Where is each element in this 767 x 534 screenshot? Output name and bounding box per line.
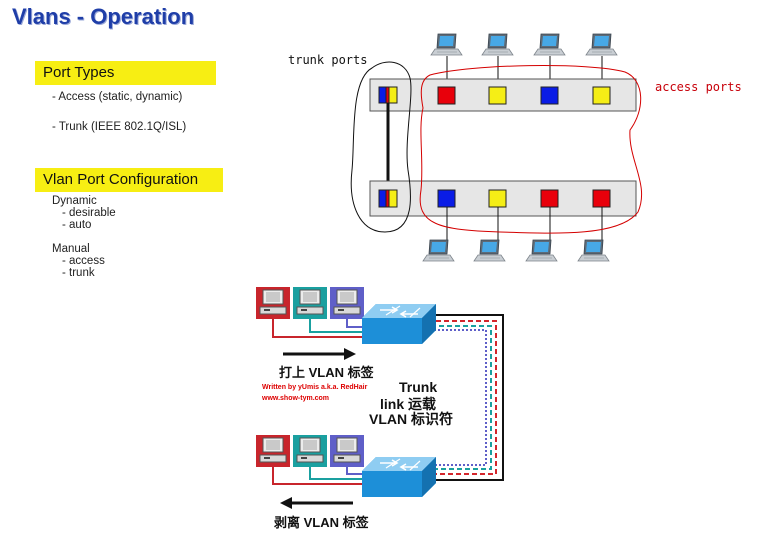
port-type-trunk: - Trunk (IEEE 802.1Q/ISL) [52, 121, 187, 133]
access-ports-label: access ports [655, 80, 742, 94]
pc-icon [255, 434, 365, 468]
page-title: Vlans - Operation [12, 4, 195, 29]
trunk-title: Trunk [399, 379, 438, 395]
manual-label: Manual [52, 243, 90, 255]
untag-vlan-label: 剥离 VLAN 标签 [274, 515, 369, 530]
laptop-icon [422, 239, 610, 262]
dynamic-label: Dynamic [52, 195, 97, 207]
tag-vlan-label: 打上 VLAN 标签 [279, 365, 374, 380]
port-type-access: - Access (static, dynamic) [52, 91, 183, 103]
port-types-heading: Port Types [35, 61, 216, 85]
dynamic-auto: - auto [62, 219, 92, 231]
laptop-icon [430, 33, 618, 56]
credit-site: www.show-tym.com [262, 395, 330, 402]
dynamic-desirable: - desirable [62, 207, 116, 219]
bottom-switch-ports [378, 189, 611, 208]
trunk-link-carries: link 运载 [380, 396, 437, 412]
vlan-config-heading: Vlan Port Configuration [35, 168, 223, 192]
top-switch-icon [361, 303, 437, 345]
pc-icon [255, 286, 365, 320]
top-switch-ports [378, 86, 611, 105]
credit-author: Written by yUmis a.k.a. RedHair [262, 384, 368, 391]
manual-trunk: - trunk [62, 267, 95, 279]
trunk-vlan-id: VLAN 标识符 [369, 411, 453, 427]
trunk-ports-outline [350, 61, 412, 233]
manual-access: - access [62, 255, 105, 267]
trunk-ports-label: trunk ports [288, 53, 368, 67]
bottom-switch-icon [361, 456, 437, 498]
access-ports-outline [419, 65, 643, 234]
